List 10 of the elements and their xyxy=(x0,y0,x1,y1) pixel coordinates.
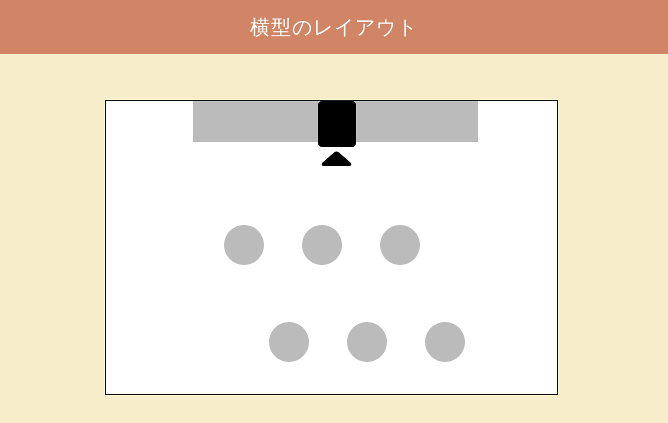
microphone-marker xyxy=(321,151,352,166)
seat xyxy=(224,225,264,265)
speaker-stand xyxy=(318,101,356,147)
seat xyxy=(347,322,387,362)
title: 横型のレイアウト xyxy=(250,14,418,40)
seat xyxy=(269,322,309,362)
seat xyxy=(425,322,465,362)
room-outline xyxy=(105,100,558,395)
seat xyxy=(302,225,342,265)
seat xyxy=(380,225,420,265)
